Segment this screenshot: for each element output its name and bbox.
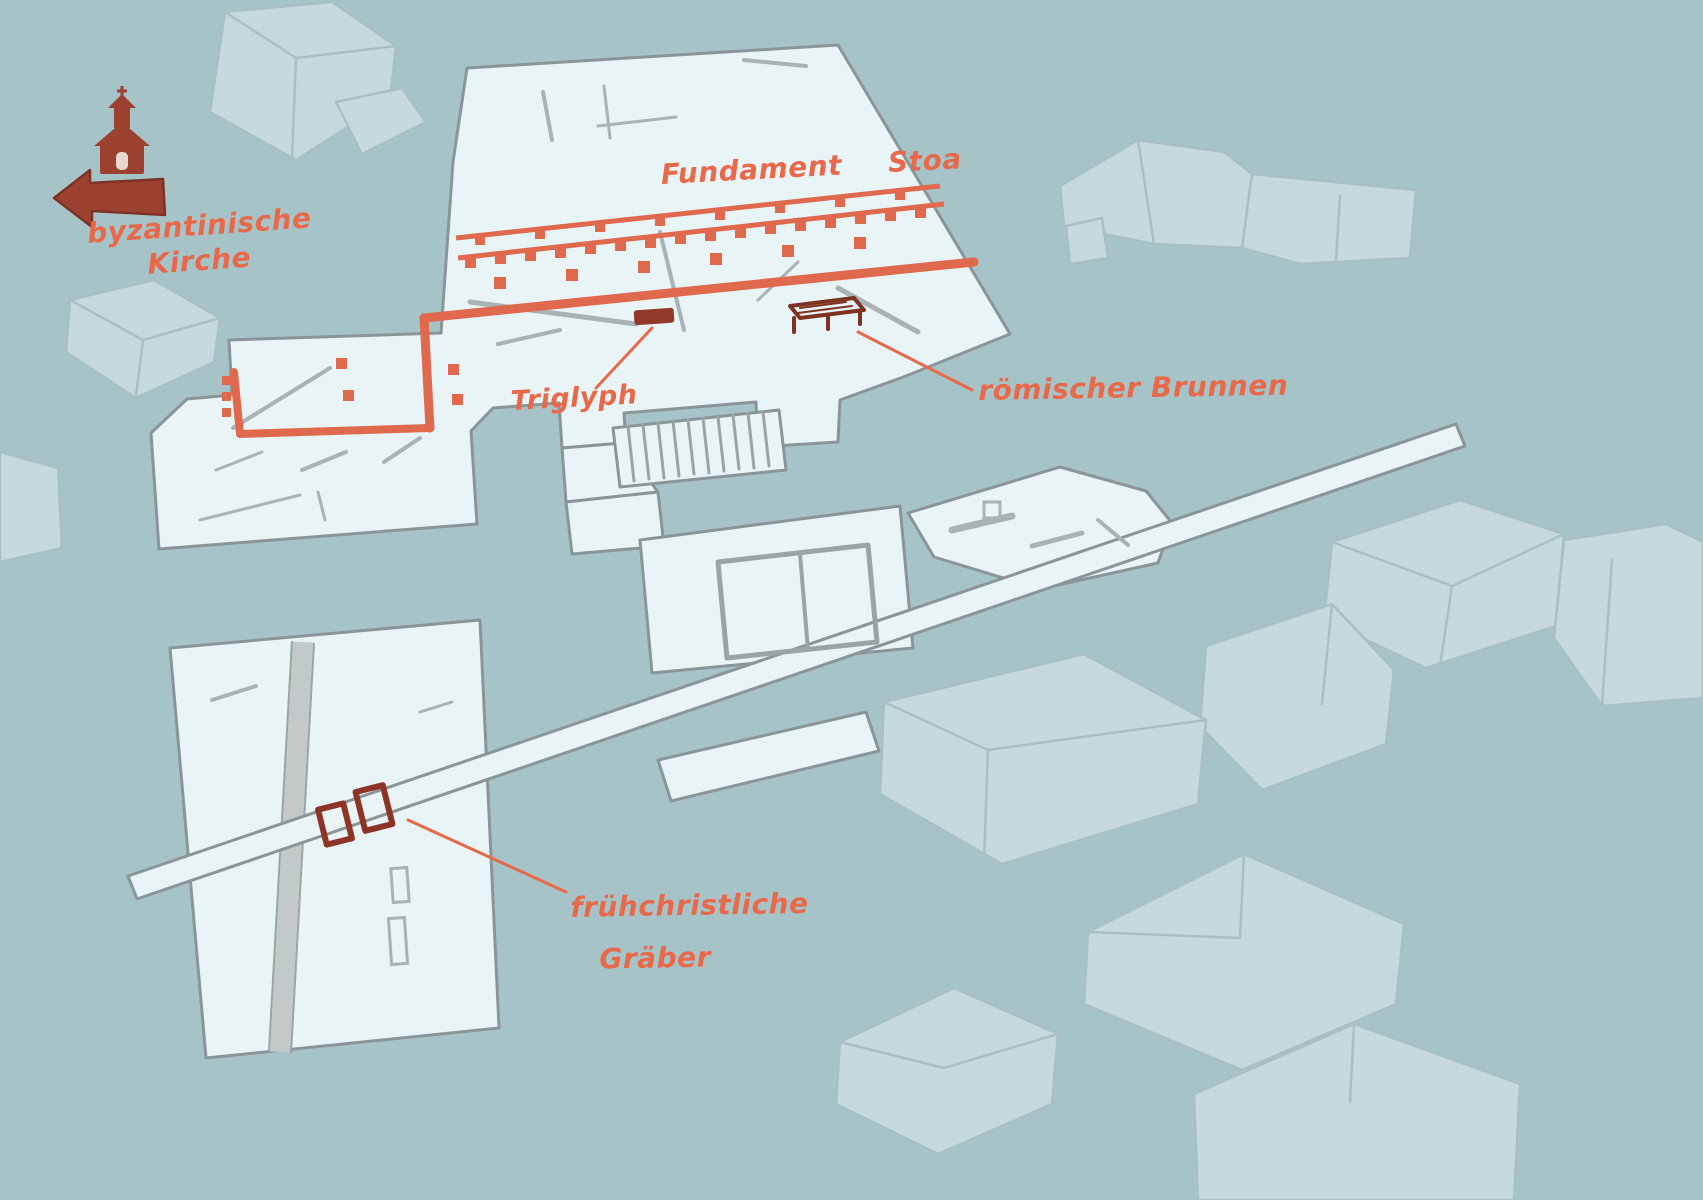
tomb-markers	[315, 782, 396, 848]
ghost-building	[1058, 138, 1418, 266]
ghost-building	[834, 986, 1060, 1156]
label-triglyph: Triglyph	[510, 379, 639, 417]
left-u-wall	[222, 313, 435, 438]
leader-lines	[406, 326, 974, 894]
ghost-building	[0, 450, 64, 564]
diagonal-path-strip	[126, 422, 1467, 901]
modern-path-marks	[198, 58, 1130, 967]
stairs-hatching	[626, 410, 771, 483]
fountain-leader-line	[856, 330, 974, 392]
room-walls	[715, 542, 880, 661]
triglyph-marker	[633, 307, 675, 326]
path-strip-piece	[656, 710, 881, 803]
stairs-area	[611, 408, 788, 489]
label-roemischer-brunnen: römischer Brunnen	[978, 368, 1289, 407]
ghost-building	[334, 86, 428, 156]
church-icon	[94, 86, 150, 174]
long-antique-wall	[419, 257, 979, 323]
ghost-building	[1552, 522, 1703, 708]
ghost-building	[1192, 1022, 1522, 1200]
column-bases	[336, 237, 866, 405]
ghost-building	[878, 652, 1208, 866]
left-arrow-icon	[52, 168, 167, 229]
lower-left-excavation-block	[168, 618, 501, 1060]
label-graeber-line2: Gräber	[599, 940, 712, 976]
triglyph-leader-line	[594, 326, 654, 390]
label-fruehchristliche-graeber: frühchristliche Gräber	[570, 878, 810, 986]
church-arrow-group	[52, 86, 167, 229]
tombs-leader-line	[406, 818, 568, 894]
stoa-foundation-wall	[455, 183, 945, 268]
roman-fountain-marker	[788, 296, 866, 334]
label-graeber-line1: frühchristliche	[570, 886, 809, 924]
ghost-building	[1064, 216, 1110, 266]
wall-crenellation	[465, 190, 926, 268]
